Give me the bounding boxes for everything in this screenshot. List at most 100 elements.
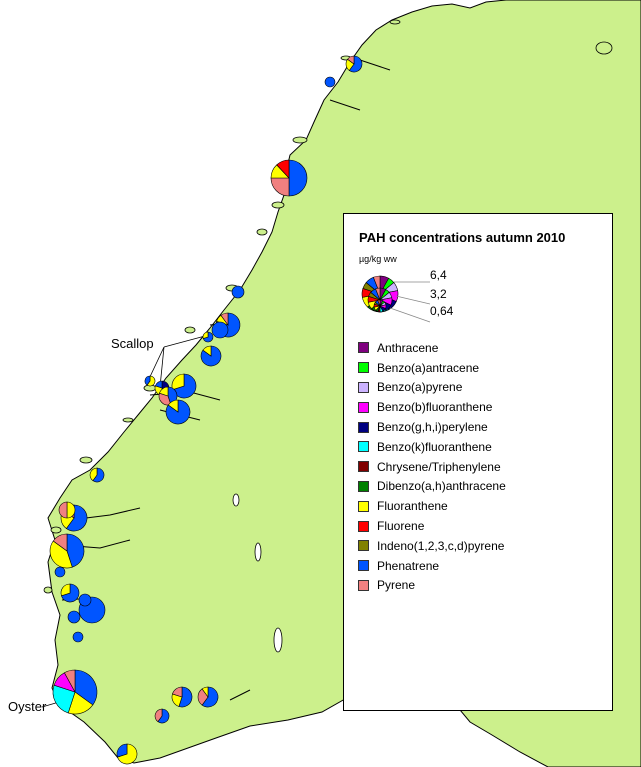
pie-slice: [66, 533, 85, 568]
pie-slice: [324, 76, 336, 88]
pie-slice: [58, 501, 68, 519]
legend-item-label: Fluorene: [377, 519, 425, 534]
pie-slice: [172, 686, 183, 698]
legend-item: Benzo(g,h,i)perylene: [358, 417, 506, 437]
pie-slice: [276, 159, 290, 179]
legend-item-label: Fluoranthene: [377, 499, 448, 514]
legend-item: Pyrene: [358, 576, 506, 596]
legend-swatch: [358, 362, 369, 374]
pie-slice: [211, 321, 229, 339]
legend-item-label: Benzo(a)pyrene: [377, 380, 463, 395]
legend-item-label: Chrysene/Triphenylene: [377, 459, 501, 474]
site-pie: [211, 321, 229, 339]
pie-slice: [202, 345, 212, 357]
site-pie: [200, 345, 222, 367]
size-label-medium: 3,2: [430, 287, 447, 301]
pie-slice: [220, 312, 229, 326]
legend-item: Benzo(a)antracene: [358, 358, 506, 378]
site-pie: [171, 686, 193, 708]
pie-slice: [74, 669, 98, 706]
legend-unit: µg/kg ww: [359, 254, 397, 264]
legend-item-label: Dibenzo(a,h)anthracene: [377, 479, 506, 494]
legend-item: Benzo(b)fluoranthene: [358, 397, 506, 417]
pie-slice: [201, 686, 219, 708]
legend-item: Indeno(1,2,3,c,d)pyrene: [358, 536, 506, 556]
site-pie: [154, 708, 170, 724]
site-pie: [49, 533, 85, 569]
legend-item: Benzo(k)fluoranthene: [358, 437, 506, 457]
legend-swatch: [358, 480, 369, 492]
site-pie: [78, 593, 92, 607]
site-pie: [67, 610, 81, 624]
legend-swatch: [358, 579, 369, 591]
legend-item: Phenatrene: [358, 556, 506, 576]
legend-swatch: [358, 500, 369, 512]
pie-slice: [78, 593, 92, 607]
pie-slice: [270, 177, 290, 197]
legend-swatch: [358, 520, 369, 532]
scallop-label: Scallop: [111, 336, 154, 351]
size-label-small: 0,64: [430, 304, 454, 318]
pie-slice: [89, 467, 98, 482]
legend-swatch: [358, 461, 369, 473]
legend-item: Chrysene/Triphenylene: [358, 457, 506, 477]
pie-slice: [167, 399, 179, 413]
pie-slice: [377, 299, 381, 307]
legend-item-label: Benzo(b)fluoranthene: [377, 400, 493, 415]
pie-slice: [288, 159, 308, 197]
legend-swatch: [358, 560, 369, 572]
pie-slice: [63, 669, 76, 693]
site-pie: [165, 399, 191, 425]
pie-slice: [92, 467, 105, 483]
legend-item-label: Benzo(k)fluoranthene: [377, 439, 492, 454]
size-label-large: 6,4: [430, 268, 447, 282]
size-legend-pie: [373, 299, 387, 313]
pie-slice: [154, 380, 163, 389]
pie-slice: [116, 743, 128, 758]
site-pie: [52, 669, 98, 715]
legend-box: PAH concentrations autumn 2010 µg/kg ww …: [343, 213, 613, 711]
legend-item: Anthracene: [358, 338, 506, 358]
pie-slice: [52, 533, 68, 552]
sample-site-pies: [49, 55, 363, 765]
legend-item: Dibenzo(a,h)anthracene: [358, 477, 506, 497]
size-legend: [361, 275, 431, 323]
site-pie: [231, 285, 245, 299]
pie-slice: [375, 287, 381, 301]
legend-item: Fluoranthene: [358, 496, 506, 516]
pie-slice: [202, 331, 209, 339]
legend-swatch: [358, 441, 369, 453]
legend-item-label: Pyrene: [377, 578, 416, 593]
pie-slice: [67, 610, 81, 624]
site-pie: [60, 583, 80, 603]
pie-slice: [154, 708, 163, 723]
legend-item-label: Indeno(1,2,3,c,d)pyrene: [377, 538, 505, 553]
coastal-islands: [43, 19, 613, 594]
legend-title: PAH concentrations autumn 2010: [359, 230, 566, 245]
site-pie: [58, 501, 76, 519]
legend-swatch: [358, 421, 369, 433]
pie-slice: [146, 375, 156, 387]
pie-slice: [49, 540, 73, 569]
pie-slice: [348, 55, 363, 73]
site-pie: [72, 631, 84, 643]
site-pie: [202, 331, 214, 343]
legend-swatch: [358, 381, 369, 393]
legend-item-label: Phenatrene: [377, 558, 440, 573]
legend-swatch: [358, 342, 369, 354]
pie-slice: [52, 684, 76, 714]
pie-slice: [54, 566, 66, 578]
pie-slice: [144, 375, 151, 386]
pie-slice: [347, 55, 355, 65]
site-pie: [144, 375, 156, 387]
site-pie: [197, 686, 219, 708]
legend-item-label: Benzo(g,h,i)perylene: [377, 420, 488, 435]
site-pie: [89, 467, 105, 483]
pie-slice: [157, 708, 170, 724]
pie-slice: [65, 504, 88, 532]
pie-slice: [231, 285, 245, 299]
legend-swatch: [358, 401, 369, 413]
site-pie: [345, 55, 363, 73]
site-pie: [270, 159, 308, 197]
